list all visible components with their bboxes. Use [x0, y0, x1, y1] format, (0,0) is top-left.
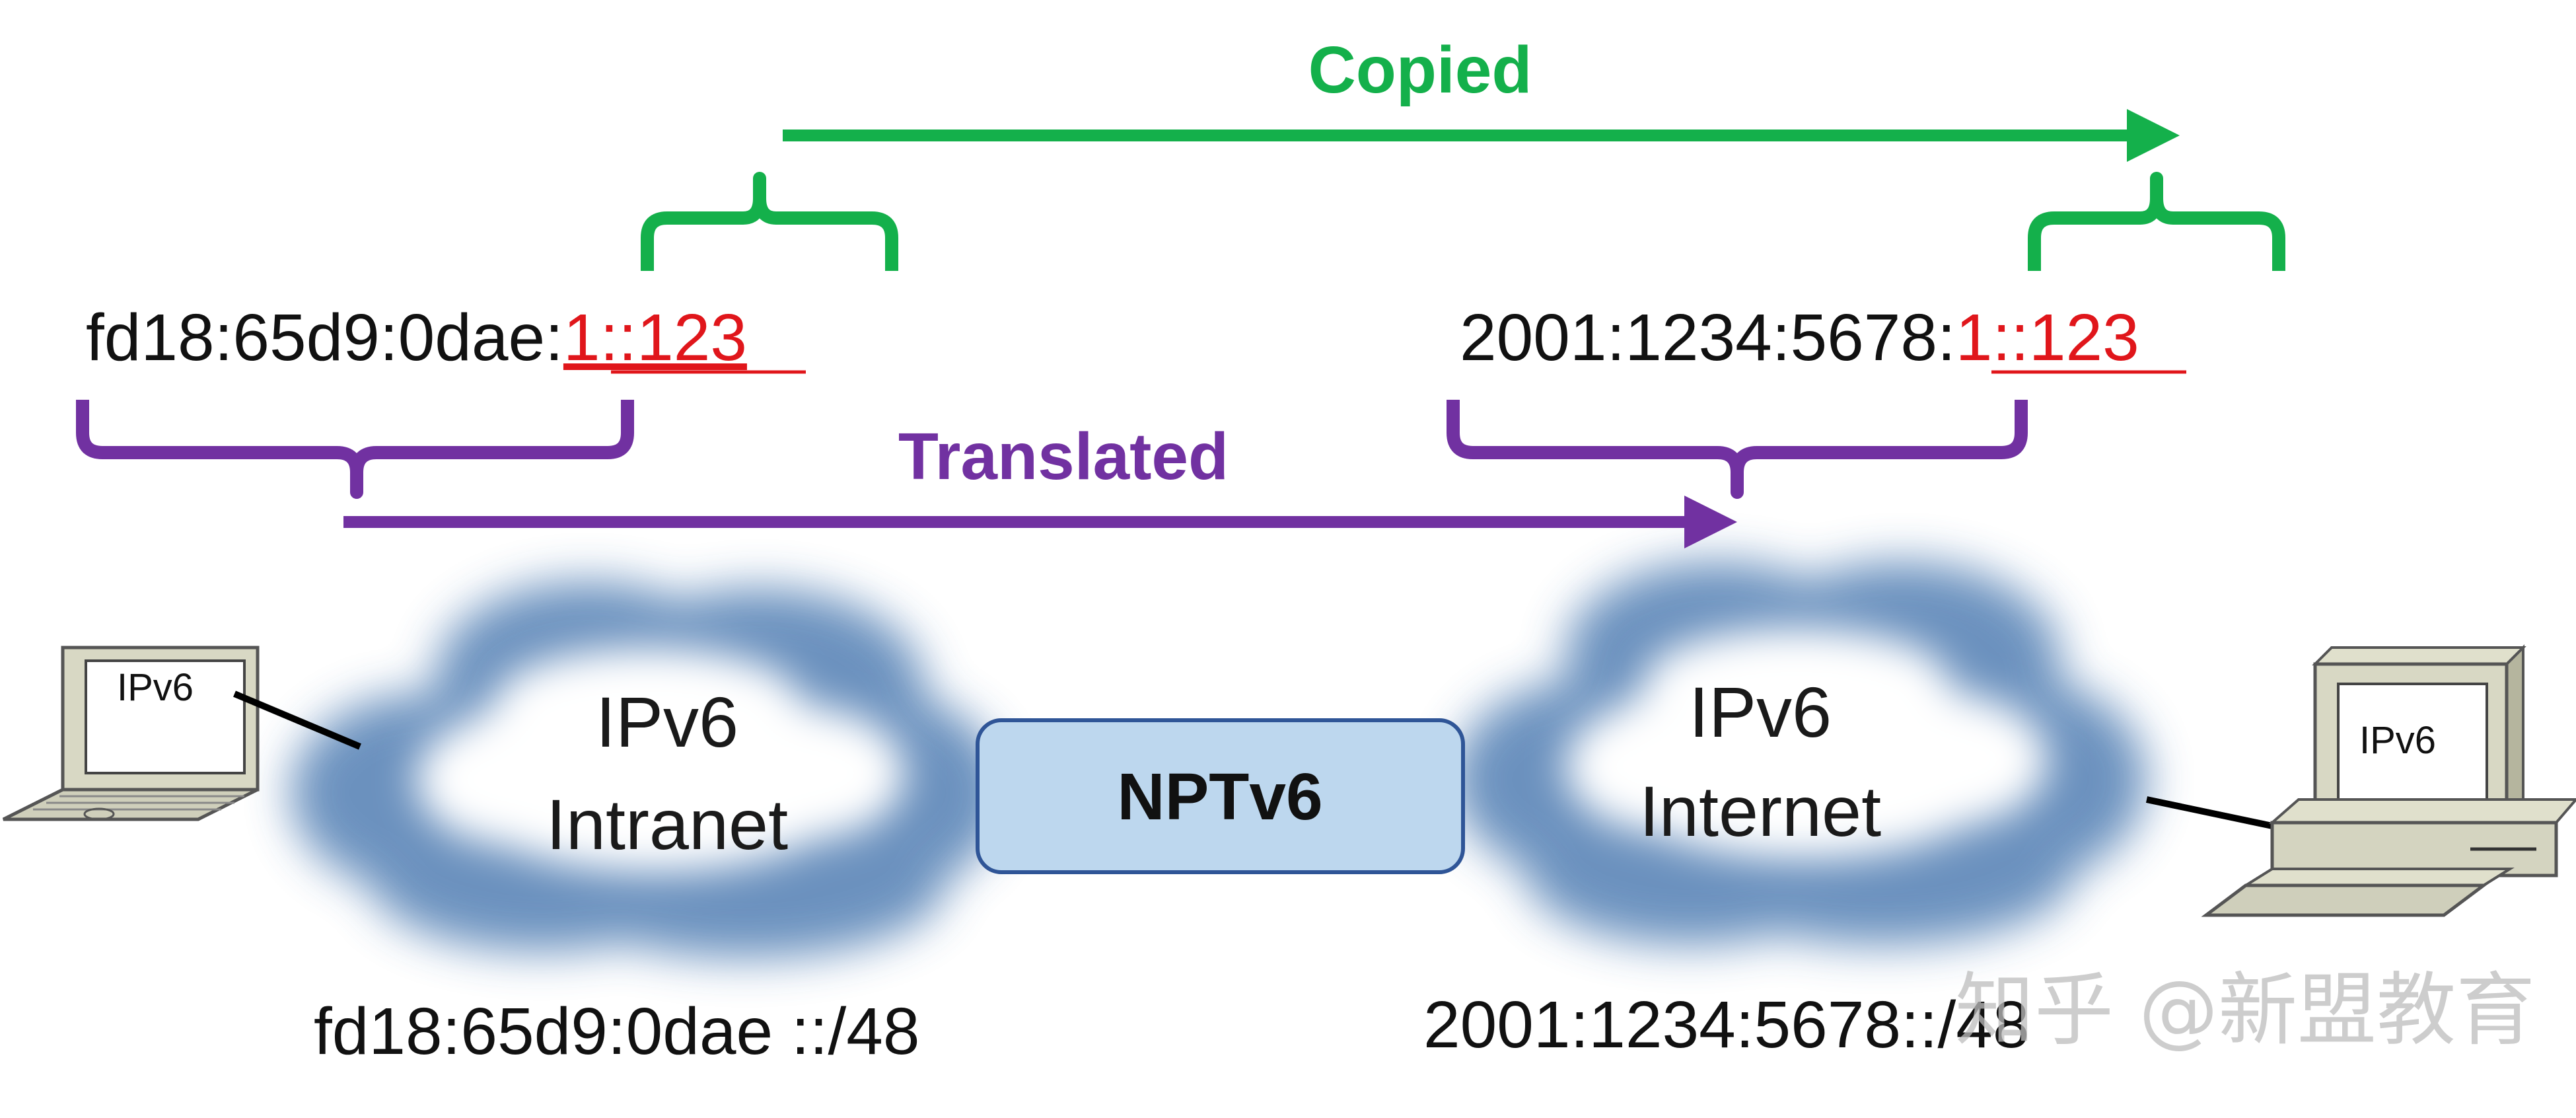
internet-cloud-title: IPv6	[1689, 672, 1832, 752]
laptop-keyboard	[33, 795, 244, 811]
copied-flow: Copied	[641, 33, 2285, 271]
translated-address-suffix: 1::123	[1956, 301, 2139, 375]
copied-left-brace	[641, 172, 898, 271]
svg-text:2001:1234:5678:1::123: 2001:1234:5678:1::123	[1460, 301, 2139, 375]
copied-right-brace	[2028, 172, 2285, 271]
computer-base-top	[2268, 798, 2576, 824]
intranet-cloud-subtitle: Intranet	[546, 784, 788, 864]
nptv6-box	[976, 718, 1465, 874]
desktop-link	[2145, 796, 2273, 829]
copied-arrowhead	[2127, 109, 2180, 162]
laptop-touchpad	[83, 807, 115, 821]
internet-cloud-subtitle: Internet	[1639, 771, 1881, 851]
translated-label: Translated	[898, 420, 1229, 494]
source-address-prefix: fd18:65d9:0dae:	[86, 301, 563, 375]
internet-cloud	[1453, 562, 2147, 945]
nptv6-translator: NPTv6	[976, 718, 1465, 874]
translated-address: 2001:1234:5678:1::123	[1460, 301, 2186, 375]
laptop-link	[233, 690, 361, 750]
source-address-suffix: 1::123	[563, 301, 747, 375]
watermark: 知乎 @新盟教育	[1955, 965, 2535, 1057]
monitor-top	[2312, 646, 2526, 665]
desktop-screen-label: IPv6	[2359, 719, 2436, 762]
translated-right-brace	[1447, 400, 2028, 499]
translated-left-brace	[76, 400, 634, 499]
copied-label: Copied	[1308, 33, 1532, 107]
laptop-icon: IPv6	[2, 646, 361, 821]
intranet-cloud	[291, 581, 1004, 958]
source-address: fd18:65d9:0dae:1::123	[86, 301, 806, 375]
laptop-screen	[85, 659, 246, 774]
laptop-base	[2, 788, 259, 821]
monitor-side	[2505, 644, 2524, 823]
translated-address-prefix: 2001:1234:5678:	[1460, 301, 1956, 375]
nptv6-label: NPTv6	[1117, 760, 1322, 834]
keyboard-top	[2241, 868, 2515, 887]
translated-arrowhead	[1684, 496, 1737, 548]
desktop-computer-icon: IPv6	[2145, 644, 2576, 917]
svg-text:fd18:65d9:0dae:1::123: fd18:65d9:0dae:1::123	[86, 301, 747, 375]
intranet-prefix: fd18:65d9:0dae ::/48	[314, 994, 919, 1068]
laptop-screen-label: IPv6	[117, 666, 194, 709]
intranet-cloud-title: IPv6	[596, 682, 738, 762]
internet-prefix: 2001:1234:5678::/48	[1423, 988, 2030, 1062]
translated-flow: Translated	[76, 400, 2028, 548]
monitor-screen	[2337, 683, 2488, 804]
keyboard	[2201, 883, 2489, 917]
